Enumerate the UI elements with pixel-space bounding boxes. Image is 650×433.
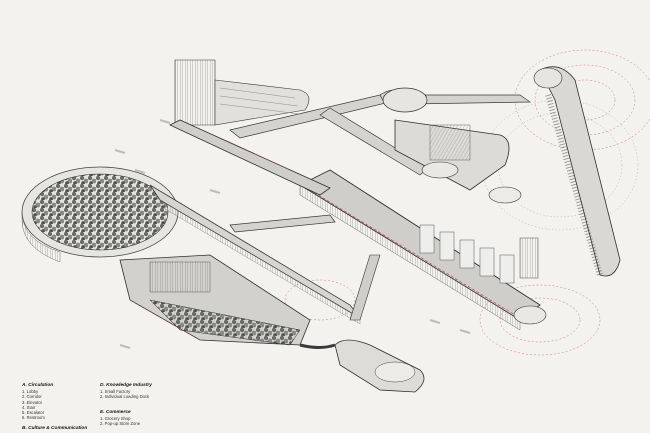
legend-circulation: A. Circulation 1. Lobby 2. Corridor 3. E… [22,383,53,420]
legend-item: 6. Restroom [22,415,45,421]
legend-item: 5. Escalator [22,410,45,416]
legend-item: 2. Pop-up Store Zone [100,421,141,427]
bottom-loop-building [299,339,425,393]
upper-right-curved-building [533,66,621,277]
legend-knowledge-industry: D. Knowledge Industry 1. Small Factory 2… [100,383,152,400]
legend-item: 1. Small Factory [100,389,131,395]
legend-title: E. Commerce [100,410,131,415]
lower-left-building [119,254,311,346]
main-linear-building [299,169,547,331]
legend-item: 4. Stair [22,404,36,410]
circular-tree-plaza [21,166,179,263]
top-left-tower [169,59,331,196]
legend-item: 2. Individual Loading Dock [100,394,150,400]
arch-modules [419,224,539,284]
legend-title: D. Knowledge Industry [100,383,152,388]
legend-commerce: E. Commerce 1. Grocery Shop 2. Pop-up St… [100,410,140,427]
legend-item: 2. Corridor [22,394,42,400]
legend-item: 1. Grocery Shop [100,416,131,422]
center-pavilion-cluster [382,87,522,204]
vertical-connector [349,254,381,321]
legend-item: 3. Elevator [22,399,43,405]
legend-title: A. Circulation [22,383,54,388]
legend-title: B. Culture & Communication [22,426,88,431]
legend-item: 1. Lobby [22,389,39,395]
legend-culture: B. Culture & Communication [22,426,87,432]
